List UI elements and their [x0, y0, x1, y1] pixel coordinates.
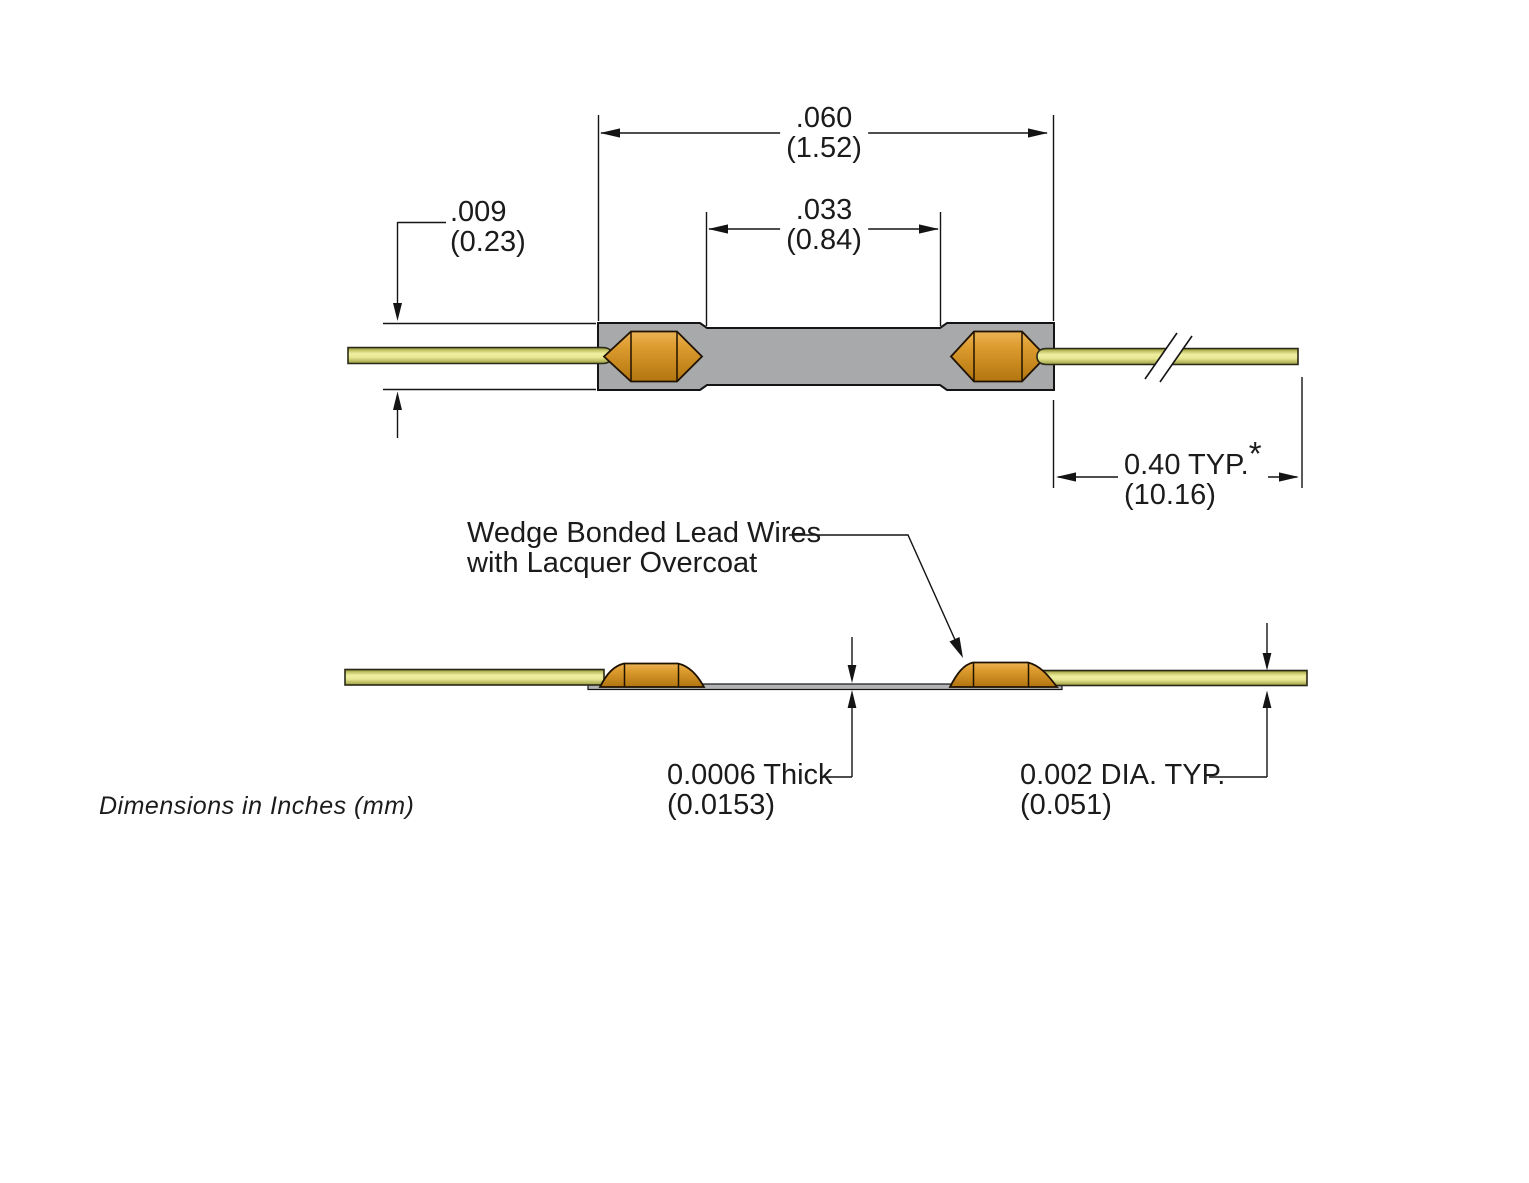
dimension-label-lead-length: 0.40 TYP.* (10.16)	[1118, 435, 1268, 511]
dim-value-inches: .033	[795, 194, 853, 226]
dim-value-mm: (10.16)	[1124, 479, 1216, 511]
arrowhead-thickness-bottom	[847, 690, 857, 708]
arrowhead-040-left	[1056, 472, 1076, 482]
bond-callout-leader	[789, 534, 957, 643]
arrowhead-009-top	[393, 303, 402, 321]
bond-callout-label: Wedge Bonded Lead Wires with Lacquer Ove…	[467, 518, 821, 578]
asterisk-footnote-marker: *	[1248, 435, 1262, 472]
arrowhead-diameter-top	[1262, 653, 1272, 671]
substrate-edge	[587, 683, 1063, 691]
lead-wire-left-side-view	[344, 668, 605, 686]
arrowhead-bond-callout	[949, 637, 963, 658]
dim-value-inches: 0.002 DIA. TYP.	[1020, 759, 1226, 791]
side-view	[344, 534, 1308, 778]
dimension-label-overall-length: .060 (1.52)	[780, 103, 868, 163]
callout-line-2: with Lacquer Overcoat	[467, 547, 758, 579]
arrowhead-009-bottom	[393, 391, 402, 410]
arrowhead-diameter-bottom	[1262, 690, 1272, 708]
dimension-label-body-width: .009 (0.23)	[450, 197, 526, 257]
arrowhead-060-left	[600, 128, 620, 138]
dimension-label-wire-diameter: 0.002 DIA. TYP. (0.051)	[1020, 760, 1225, 820]
dimension-label-inner-spacing: .033 (0.84)	[780, 195, 868, 255]
arrowhead-060-right	[1028, 128, 1048, 138]
dim-value-mm: (0.84)	[786, 224, 862, 256]
break-slash-icon	[1159, 335, 1193, 383]
break-gap	[1147, 334, 1190, 380]
arrowhead-033-left	[708, 224, 728, 234]
dim-value-inches: .060	[795, 102, 853, 134]
wedge-bond-right-side-view	[948, 661, 1059, 688]
dimension-label-substrate-thickness: 0.0006 Thick (0.0153)	[667, 760, 833, 820]
dim-value-inches: 0.40 TYP.*	[1124, 435, 1262, 481]
arrowhead-040-right	[1279, 472, 1299, 482]
lead-wire-right-side-view	[1039, 669, 1308, 687]
arrowhead-033-right	[919, 224, 939, 234]
wedge-bond-left-side-view	[598, 662, 706, 688]
arrowhead-thickness-top	[847, 665, 857, 683]
top-view	[347, 115, 1303, 488]
chip-body	[597, 322, 1055, 391]
dim-value-inches: .009	[450, 196, 507, 228]
units-note: Dimensions in Inches (mm)	[99, 792, 415, 820]
dim-value-mm: (0.051)	[1020, 789, 1112, 821]
callout-line-1: Wedge Bonded Lead Wires	[467, 517, 822, 549]
dim-value-inches: 0.0006 Thick	[667, 759, 833, 791]
lead-wire-left-top-view	[347, 346, 613, 365]
break-slash-icon	[1144, 332, 1178, 380]
dim-value-mm: (0.23)	[450, 226, 526, 258]
dim-value-mm: (0.0153)	[667, 789, 776, 821]
lead-length-value: 0.40 TYP.	[1124, 449, 1249, 481]
dim-value-mm: (1.52)	[786, 132, 862, 164]
